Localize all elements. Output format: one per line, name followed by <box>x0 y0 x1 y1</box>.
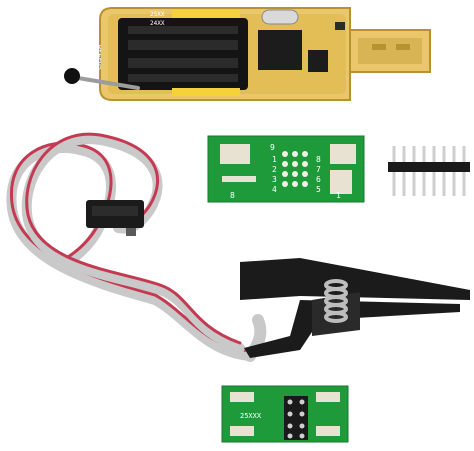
programmer-tilted-label: CH341A <box>95 44 103 70</box>
cable-gray-wire-2 <box>21 134 245 353</box>
adapter-large-right-2: 7 <box>316 165 321 174</box>
adapter-large-right-3: 6 <box>316 175 321 184</box>
programmer-small-label: 24XX <box>150 20 165 27</box>
led <box>335 22 345 30</box>
adapter-large-pads <box>220 144 356 194</box>
soic-clip <box>240 258 470 358</box>
ch341a-chip <box>258 30 302 70</box>
usb-plug <box>349 29 431 73</box>
adapter-large-number-top: 9 <box>270 143 275 152</box>
adapter-small-board: 25XXX <box>221 385 349 443</box>
programmer-top-label: 25XX <box>150 11 165 18</box>
zif-socket <box>118 18 248 90</box>
crystal <box>261 9 299 25</box>
regulator <box>308 50 328 72</box>
lever-knob <box>64 68 80 84</box>
clip-spring <box>324 279 348 323</box>
cable-red-wire-2 <box>25 132 242 345</box>
adapter-large-right-1: 8 <box>316 155 321 164</box>
header-plastic-bar <box>388 162 470 172</box>
adapter-small-label: 25XXX <box>240 412 262 420</box>
adapter-large-right-4: 5 <box>316 185 321 194</box>
adapter-large-bottom-left: 8 <box>230 191 235 200</box>
pin-header-bottom <box>172 88 240 96</box>
programmer-board: CH341A 25XX 24XX <box>64 7 351 101</box>
adapter-large-left-4: 4 <box>272 185 277 194</box>
zif-lever <box>76 76 140 90</box>
pin-header-top <box>172 10 240 18</box>
zif-pin-rows <box>128 26 238 82</box>
adapter-small-pads <box>230 392 340 436</box>
adapter-large-left-1: 1 <box>272 155 277 164</box>
adapter-large-left-3: 3 <box>272 175 277 184</box>
adapter-large-bottom-right: 1 <box>336 191 341 200</box>
adapter-large-board: 9 1 2 3 4 8 7 6 5 8 1 <box>207 135 365 203</box>
pin-header-strip <box>388 146 470 196</box>
adapter-large-left-2: 2 <box>272 165 277 174</box>
idc-connector <box>86 200 144 236</box>
adapter-large-pin-grid <box>282 151 308 187</box>
